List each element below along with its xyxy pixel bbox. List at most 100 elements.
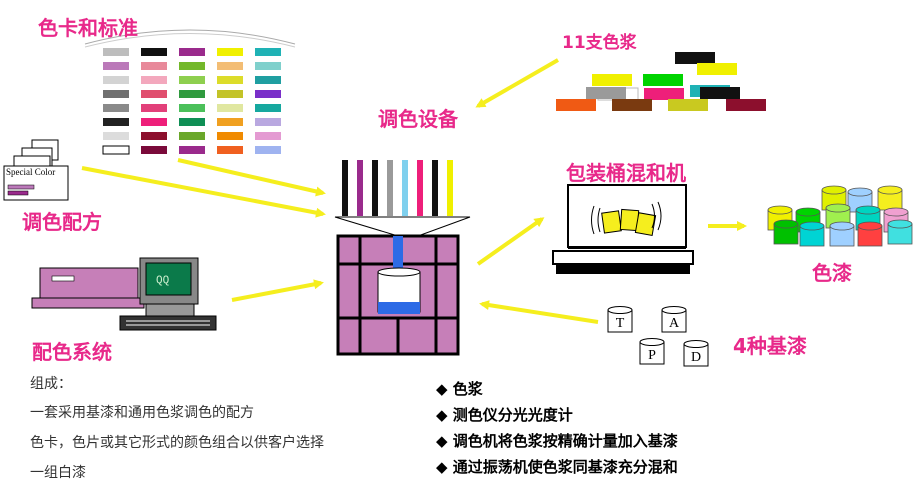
bases-title: 4种基漆 [733, 330, 807, 359]
swatch [103, 146, 129, 154]
colorant-brick [592, 74, 632, 86]
colorant-brick [726, 99, 766, 111]
paint-cans [768, 186, 912, 246]
swatch [255, 76, 281, 84]
arrow-card-to-machine [178, 160, 323, 193]
diamond-bullet-icon: ◆ [436, 432, 448, 450]
arrow-formula-to-machine [82, 168, 323, 214]
swatch [179, 48, 205, 56]
swatch [217, 76, 243, 84]
composition-line: 色卡，色片或其它形式的颜色组合以供客户选择 [30, 432, 324, 452]
swatch [179, 76, 205, 84]
system-title: 配色系统 [32, 336, 112, 365]
svg-text:QQ: QQ [156, 275, 170, 287]
swatch [217, 62, 243, 70]
base-can-t: T [608, 307, 632, 333]
swatch [179, 104, 205, 112]
nozzle-stripe [432, 160, 438, 216]
nozzle-stripe [357, 160, 363, 216]
nozzle-stripe [372, 160, 378, 216]
formula-title: 调色配方 [22, 206, 102, 235]
color-card-title: 色卡和标准 [38, 12, 138, 41]
base-paint-cans: T A P D [608, 307, 708, 367]
swatch [255, 132, 281, 140]
swatch [255, 90, 281, 98]
swatch [141, 90, 167, 98]
colorant-nozzle-stripes [335, 160, 470, 217]
nozzle-stripe [402, 160, 408, 216]
bullet-item: ◆ 通过振荡机使色浆同基漆充分混和 [436, 456, 678, 477]
colorant-brick [697, 63, 737, 75]
swatch [217, 48, 243, 56]
swatch [141, 104, 167, 112]
colorant-brick [644, 88, 684, 100]
base-label: T [616, 316, 625, 331]
swatch [217, 146, 243, 154]
diamond-bullet-icon: ◆ [436, 380, 448, 398]
mixer-title: 包装桶混和机 [566, 157, 686, 186]
swatch [103, 104, 129, 112]
swatch [255, 104, 281, 112]
diamond-bullet-icon: ◆ [436, 406, 448, 424]
swatch [255, 48, 281, 56]
base-can-d: D [684, 341, 708, 367]
composition-line: 一组白漆 [30, 462, 86, 482]
computer-system-icon: QQ [32, 258, 216, 330]
paint-can [878, 186, 902, 210]
nozzle-stripe [342, 160, 348, 216]
colorant-brick [675, 52, 715, 64]
swatch [103, 76, 129, 84]
color-card-swatches [103, 48, 281, 154]
swatch [103, 48, 129, 56]
swatch [179, 90, 205, 98]
paint-can [774, 220, 798, 244]
swatch [103, 62, 129, 70]
nozzle-stripe [387, 160, 393, 216]
colorants-title: 11支色浆 [562, 28, 637, 53]
bullet-item: ◆ 调色机将色浆按精确计量加入基漆 [436, 430, 678, 451]
paint-can [800, 222, 824, 246]
swatch [141, 132, 167, 140]
swatch [217, 132, 243, 140]
shaker-mixer-icon [553, 185, 693, 274]
swatch [255, 62, 281, 70]
swatch [141, 48, 167, 56]
nozzle-stripe [417, 160, 423, 216]
paint-can [858, 222, 882, 246]
swatch [179, 118, 205, 126]
base-label: P [648, 348, 656, 363]
swatch [141, 62, 167, 70]
swatch [179, 132, 205, 140]
arrow-colorants-to-machine [478, 60, 558, 106]
base-label: A [669, 316, 680, 331]
swatch [141, 76, 167, 84]
base-can-p: P [640, 339, 664, 365]
tinting-machine-icon [335, 160, 470, 354]
composition-line: 一套采用基漆和通用色浆调色的配方 [30, 402, 254, 422]
colorant-bricks [556, 52, 766, 111]
mixer-can [602, 211, 622, 233]
base-can-a: A [662, 307, 686, 333]
bullet-item: ◆ 色浆 [436, 378, 483, 399]
colorant-brick [612, 99, 652, 111]
swatch [217, 104, 243, 112]
paint-can [830, 222, 854, 246]
colorant-brick [668, 99, 708, 111]
paint-can [888, 220, 912, 244]
swatch [141, 146, 167, 154]
arrow-machine-to-mixer [478, 219, 542, 264]
swatch [217, 90, 243, 98]
nozzle-stripe [447, 160, 453, 216]
colorant-brick [643, 74, 683, 86]
special-color-label: Special Color [6, 167, 55, 177]
mixer-can [635, 213, 655, 236]
swatch [103, 118, 129, 126]
colorant-brick [586, 87, 626, 99]
colorant-brick [700, 87, 740, 99]
swatch [179, 146, 205, 154]
swatch [179, 62, 205, 70]
swatch [255, 118, 281, 126]
composition-heading: 组成： [30, 373, 72, 393]
arrow-system-to-machine [232, 283, 321, 300]
diamond-bullet-icon: ◆ [436, 458, 448, 476]
